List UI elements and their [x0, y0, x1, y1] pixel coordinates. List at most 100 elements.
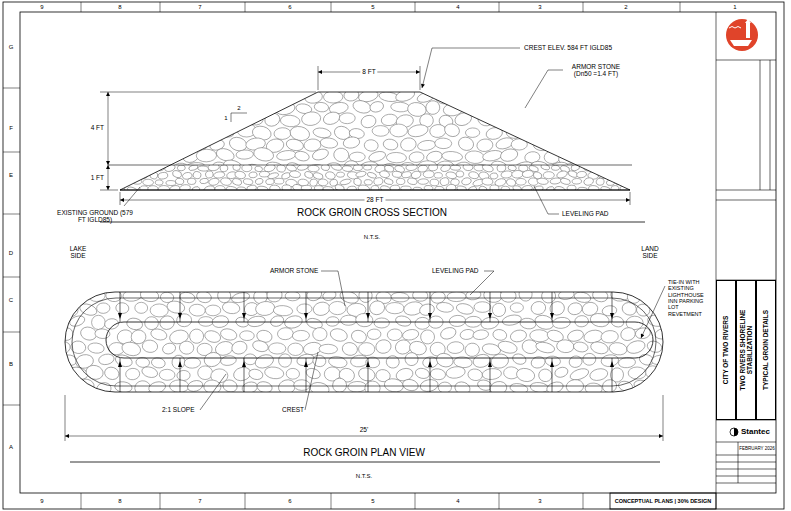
- dimension-line: [100, 222, 645, 223]
- armor-stone: [476, 138, 494, 153]
- armor-stone: [159, 369, 175, 380]
- armor-stone: [482, 368, 502, 381]
- armor-stone: [151, 357, 167, 370]
- armor-stone: [219, 327, 238, 342]
- armor-stone: [236, 150, 254, 160]
- armor-stone: [125, 368, 140, 381]
- armor-stone: [497, 339, 519, 355]
- armor-stone: [339, 113, 355, 124]
- callout: LEVELING PAD: [562, 210, 608, 217]
- grid-ref: 8: [118, 498, 121, 505]
- armor-stone: [369, 100, 385, 114]
- sheet-frame: [3, 214, 20, 215]
- armor-stone: [319, 344, 338, 354]
- armor-stone: [383, 377, 404, 392]
- armor-stone: [499, 147, 519, 163]
- armor-stone: [203, 379, 222, 392]
- armor-stone: [269, 314, 285, 328]
- pad-stone: [533, 185, 544, 192]
- armor-stone: [341, 341, 358, 356]
- title-block: [716, 190, 776, 191]
- armor-stone: [368, 299, 386, 316]
- plan-view: [65, 292, 663, 392]
- pad-stone: [179, 184, 191, 192]
- stantec-mark: [734, 428, 738, 436]
- armor-stone: [382, 138, 398, 151]
- logo: [726, 19, 758, 51]
- armor-stone: [535, 341, 556, 355]
- armor-stone: [221, 378, 238, 392]
- armor-stone: [438, 382, 451, 392]
- armor-stone: [296, 353, 316, 368]
- title-block: [716, 455, 776, 456]
- armor-stone: [189, 304, 206, 317]
- slope-line: [304, 313, 308, 319]
- armor-stone: [274, 127, 291, 139]
- pad-stone: [364, 179, 373, 186]
- sheet-frame: [3, 2, 784, 509]
- armor-stone: [412, 292, 428, 302]
- armor-stone: [312, 300, 331, 317]
- logo: [745, 19, 751, 23]
- armor-stone: [114, 381, 133, 392]
- armor-stone: [567, 301, 584, 316]
- pad-stone: [131, 163, 141, 171]
- title-block: [716, 12, 776, 509]
- armor-stone: [322, 110, 342, 127]
- armor-stone: [502, 103, 516, 114]
- pad-stone: [169, 184, 181, 194]
- armor-stone: [198, 317, 213, 327]
- armor-stone: [556, 339, 574, 353]
- title-block: [770, 60, 771, 190]
- pad-stone: [232, 178, 243, 186]
- pad-stone: [463, 163, 474, 172]
- pad-stone: [546, 186, 555, 193]
- armor-stone: [518, 292, 532, 302]
- armor-stone: [278, 353, 292, 367]
- armor-stone: [445, 365, 466, 379]
- armor-stone: [258, 101, 275, 115]
- armor-stone: [455, 302, 474, 316]
- leader-line: [641, 286, 665, 338]
- pad-stone: [339, 178, 351, 186]
- sheet-frame: [331, 2, 332, 12]
- armor-stone: [65, 340, 72, 357]
- armor-stone: [248, 368, 264, 381]
- pad-stone: [406, 163, 418, 171]
- armor-stone: [309, 381, 330, 392]
- pad-stone: [401, 171, 411, 178]
- leader-line: [534, 186, 559, 214]
- dimension-line: [65, 436, 663, 437]
- grid-ref: E: [9, 172, 13, 179]
- armor-stone: [439, 326, 457, 341]
- pad-stone: [501, 186, 510, 193]
- armor-stone: [172, 137, 189, 149]
- armor-stone: [407, 123, 429, 138]
- scale-note: N.T.S.: [364, 234, 380, 241]
- armor-stone: [470, 89, 492, 106]
- slope-line: [178, 361, 182, 367]
- pad-stone: [572, 178, 582, 184]
- armor-stone: [247, 315, 266, 328]
- pad-stone: [140, 186, 149, 192]
- sheet-frame: [160, 493, 161, 509]
- pad-stone: [226, 186, 238, 194]
- armor-stone: [139, 292, 159, 303]
- armor-stone: [114, 353, 134, 369]
- pad-stone: [145, 164, 153, 171]
- armor-stone: [544, 151, 560, 164]
- dimension-line: [100, 190, 118, 191]
- armor-stone: [425, 99, 441, 115]
- armor-stone: [357, 366, 377, 383]
- pad-stone: [330, 162, 343, 171]
- armor-stone: [449, 315, 466, 327]
- grid-ref: 3: [538, 498, 541, 505]
- armor-stone: [288, 343, 303, 355]
- pad-stone: [583, 177, 594, 187]
- pad-stone: [243, 178, 253, 185]
- dimension-line: [65, 395, 66, 441]
- leader-line: [200, 374, 226, 410]
- pad-stone: [233, 164, 241, 171]
- armor-stone: [331, 376, 349, 392]
- armor-stone: [581, 148, 599, 160]
